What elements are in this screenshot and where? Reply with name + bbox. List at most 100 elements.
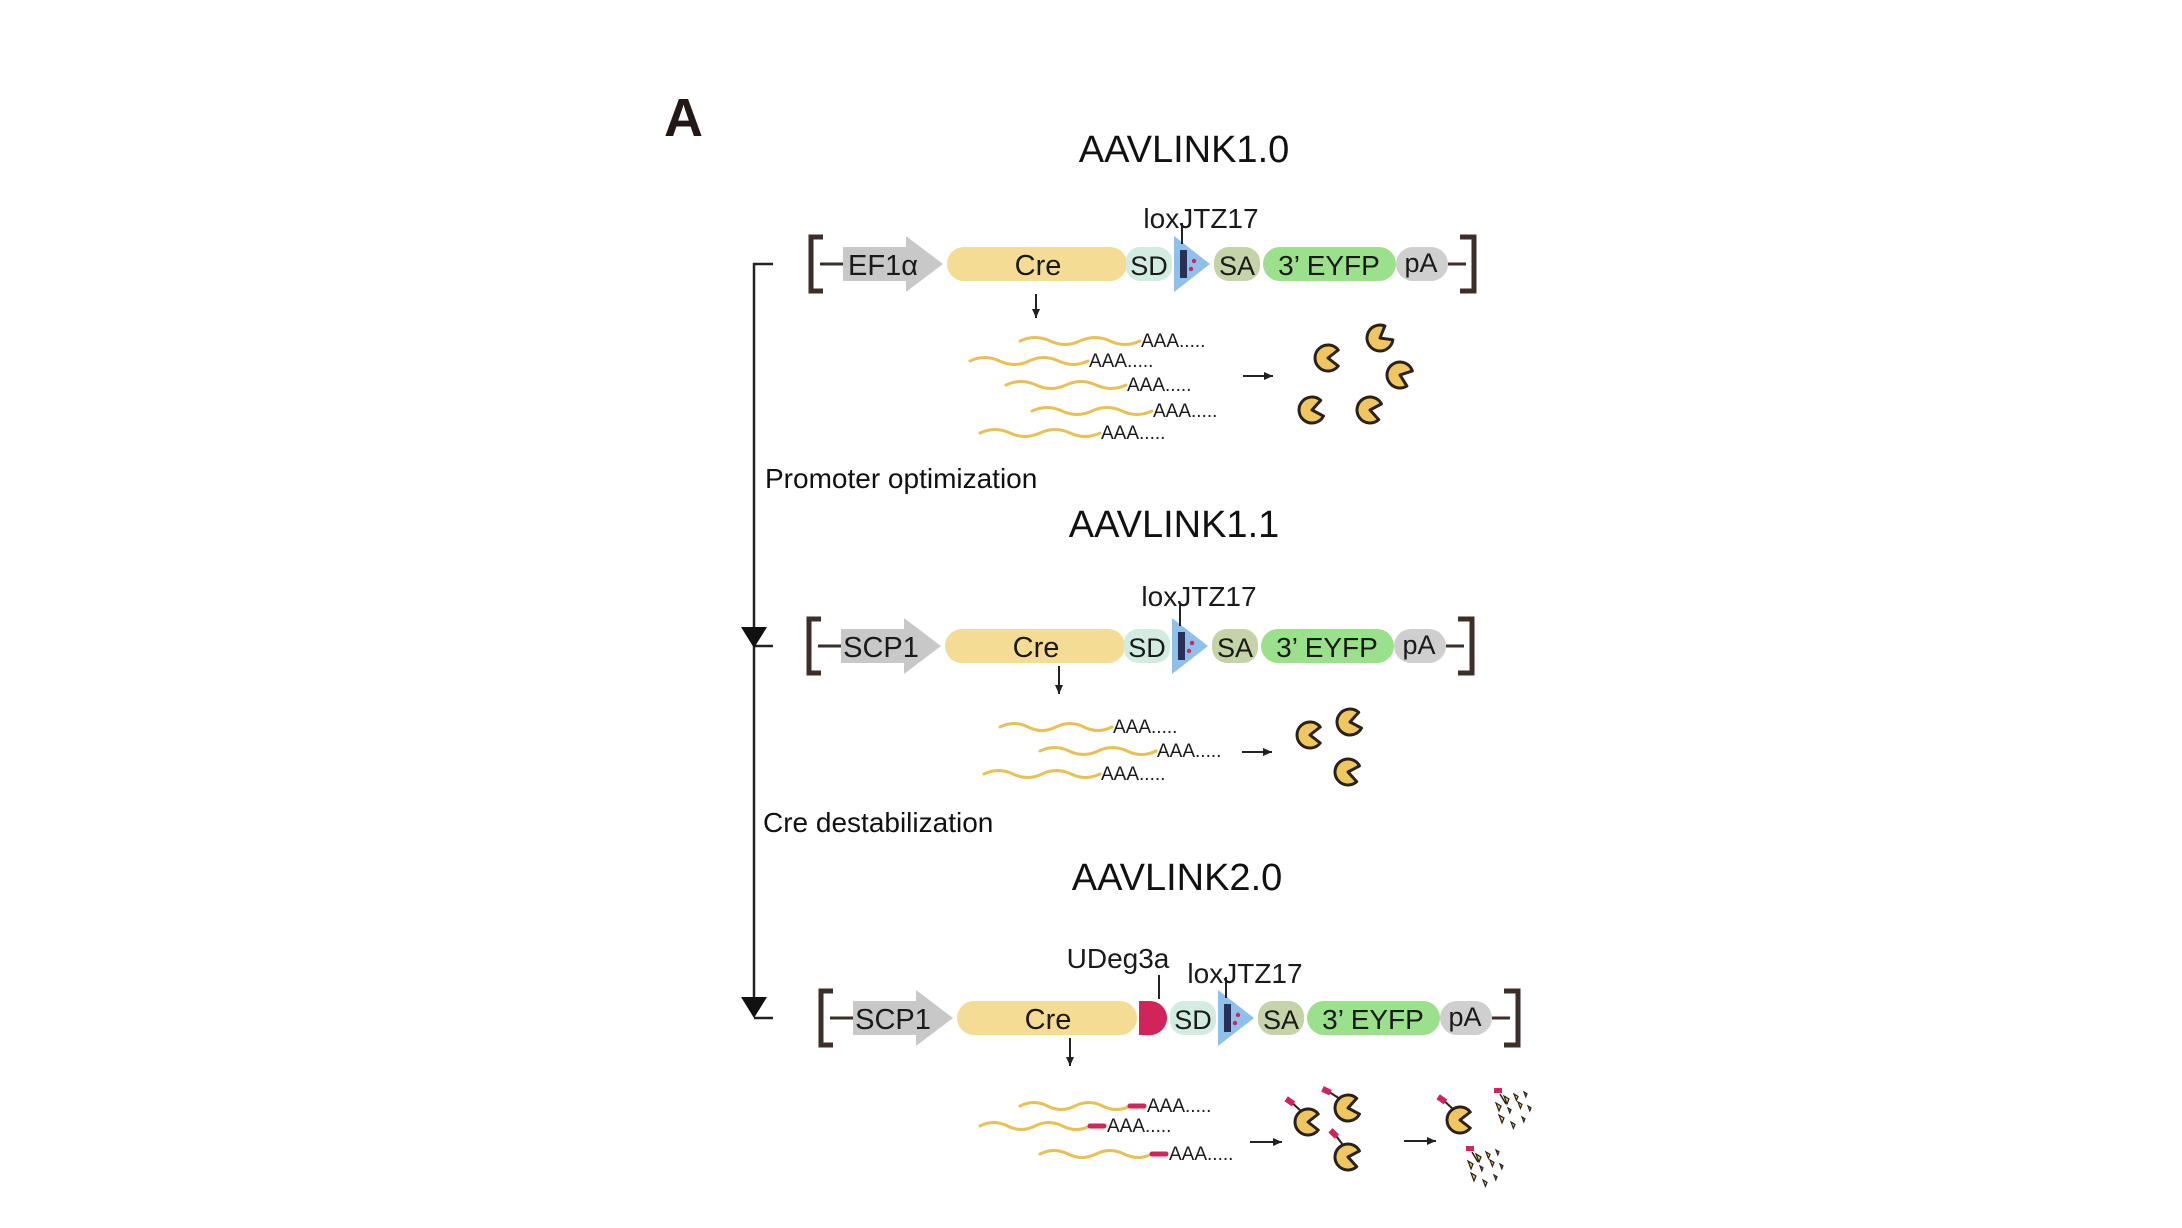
protein-body — [1333, 757, 1361, 787]
pa-label: pA — [1402, 630, 1435, 660]
mrna-strand — [978, 1121, 1092, 1131]
cre-protein — [1313, 343, 1340, 373]
protein-fragment — [1466, 1159, 1474, 1171]
promoter-label: SCP1 — [843, 632, 919, 664]
degron-tag — [1494, 1088, 1502, 1093]
protein-fragment — [1522, 1090, 1528, 1099]
pa-block — [1394, 629, 1446, 663]
mrna-transcript: AAA..... — [1004, 375, 1191, 396]
sd-block — [1124, 629, 1170, 663]
cre-label: Cre — [1013, 632, 1060, 664]
mrna-transcript: AAA..... — [1038, 1144, 1233, 1165]
sd-label: SD — [1174, 1005, 1212, 1035]
destabilized-cre-protein — [1328, 1128, 1361, 1172]
construct-title-3: AAVLINK2.0 — [1072, 857, 1283, 899]
destabilized-cre-protein — [1284, 1096, 1320, 1137]
right-itr-bracket — [1504, 988, 1521, 1048]
poly-a-label: AAA..... — [1089, 351, 1153, 372]
poly-a-label: AAA..... — [1107, 1116, 1171, 1137]
lox-core — [1224, 1004, 1231, 1032]
pa-block — [1440, 1001, 1492, 1035]
mrna-strand — [1004, 380, 1128, 390]
pa-label: pA — [1404, 248, 1437, 278]
lox-label: loxJTZ17 — [1141, 581, 1256, 612]
right-itr-bracket — [1458, 616, 1475, 676]
protein-fragment — [1520, 1115, 1526, 1124]
protein-body — [1365, 323, 1395, 353]
sa-block — [1214, 247, 1260, 281]
destabilized-cre-protein — [1436, 1094, 1472, 1135]
sd-label: SD — [1128, 633, 1166, 663]
arrowhead-2 — [741, 997, 767, 1018]
step-label-promoter-optimization: Promoter optimization — [765, 463, 1037, 494]
mrna-transcript: AAA..... — [978, 423, 1165, 444]
promoter-arrow — [853, 990, 953, 1046]
arrowhead-1 — [741, 627, 767, 648]
protein-body — [1297, 395, 1325, 425]
mrna-transcript: AAA..... — [1018, 331, 1205, 352]
protein-body — [1385, 360, 1414, 390]
cre-label: Cre — [1025, 1004, 1072, 1036]
degron-tag — [1284, 1096, 1296, 1107]
protein-fragment — [1484, 1150, 1491, 1161]
cre-protein — [1335, 707, 1363, 737]
sa-label: SA — [1219, 251, 1255, 281]
degron-link — [1471, 1151, 1479, 1163]
protein-body — [1355, 395, 1383, 425]
protein-fragment — [1498, 1162, 1504, 1171]
protein-fragment — [1526, 1104, 1532, 1113]
protein-fragment — [1481, 1178, 1488, 1189]
mrna-transcript: AAA..... — [1018, 1096, 1211, 1117]
protein-fragment — [1494, 1148, 1500, 1157]
sd-label: SD — [1130, 251, 1168, 281]
mrna-strand — [998, 722, 1114, 732]
eyfp-block — [1307, 1001, 1440, 1035]
degron-link — [1499, 1093, 1507, 1105]
degron-tag — [1466, 1146, 1474, 1151]
degron-tag — [1321, 1086, 1332, 1096]
degron-tag — [1328, 1128, 1339, 1139]
sa-label: SA — [1263, 1005, 1299, 1035]
protein-body — [1333, 1093, 1361, 1123]
protein-fragment — [1478, 1164, 1484, 1173]
protein-fragment — [1492, 1173, 1498, 1182]
protein-fragment — [1488, 1158, 1495, 1169]
right-itr-bracket — [1460, 234, 1477, 294]
lox-triangle — [1218, 990, 1254, 1046]
protein-fragment — [1506, 1106, 1512, 1115]
protein-fragment — [1512, 1092, 1519, 1103]
protein-body — [1295, 720, 1322, 750]
protein-fragment — [1516, 1100, 1523, 1111]
degron-block — [1139, 1001, 1167, 1035]
mrna-transcript: AAA..... — [978, 1116, 1171, 1137]
lox-core — [1178, 632, 1185, 660]
protein-fragment — [1509, 1120, 1516, 1131]
left-itr-bracket — [818, 988, 833, 1048]
promoter-label: EF1α — [848, 250, 918, 282]
sd-block — [1126, 247, 1172, 281]
sa-label: SA — [1217, 633, 1253, 663]
mrna-transcript: AAA..... — [998, 717, 1177, 738]
pa-label: pA — [1448, 1002, 1481, 1032]
lox-label: loxJTZ17 — [1187, 958, 1302, 989]
lox-mark — [1189, 640, 1195, 646]
degron-label: UDeg3a — [1067, 943, 1170, 974]
expression-output-2: AAA.....AAA.....AAA..... — [982, 666, 1363, 787]
mrna-transcript: AAA..... — [1038, 741, 1221, 762]
protein-body — [1313, 343, 1340, 373]
mrna-strand — [978, 428, 1102, 438]
protein-fragment — [1502, 1094, 1510, 1106]
construct-title-1: AAVLINK1.0 — [1079, 129, 1290, 171]
promoter-label: SCP1 — [855, 1004, 931, 1036]
panel-label: A — [664, 88, 703, 148]
cre-protein — [1297, 395, 1325, 425]
left-itr-bracket — [808, 234, 823, 294]
eyfp-block — [1261, 629, 1394, 663]
protein-body — [1333, 1142, 1361, 1172]
mrna-transcript: AAA..... — [968, 351, 1153, 372]
poly-a-label: AAA..... — [1101, 764, 1165, 785]
poly-a-label: AAA..... — [1153, 401, 1217, 422]
mrna-transcript: AAA..... — [1030, 401, 1217, 422]
